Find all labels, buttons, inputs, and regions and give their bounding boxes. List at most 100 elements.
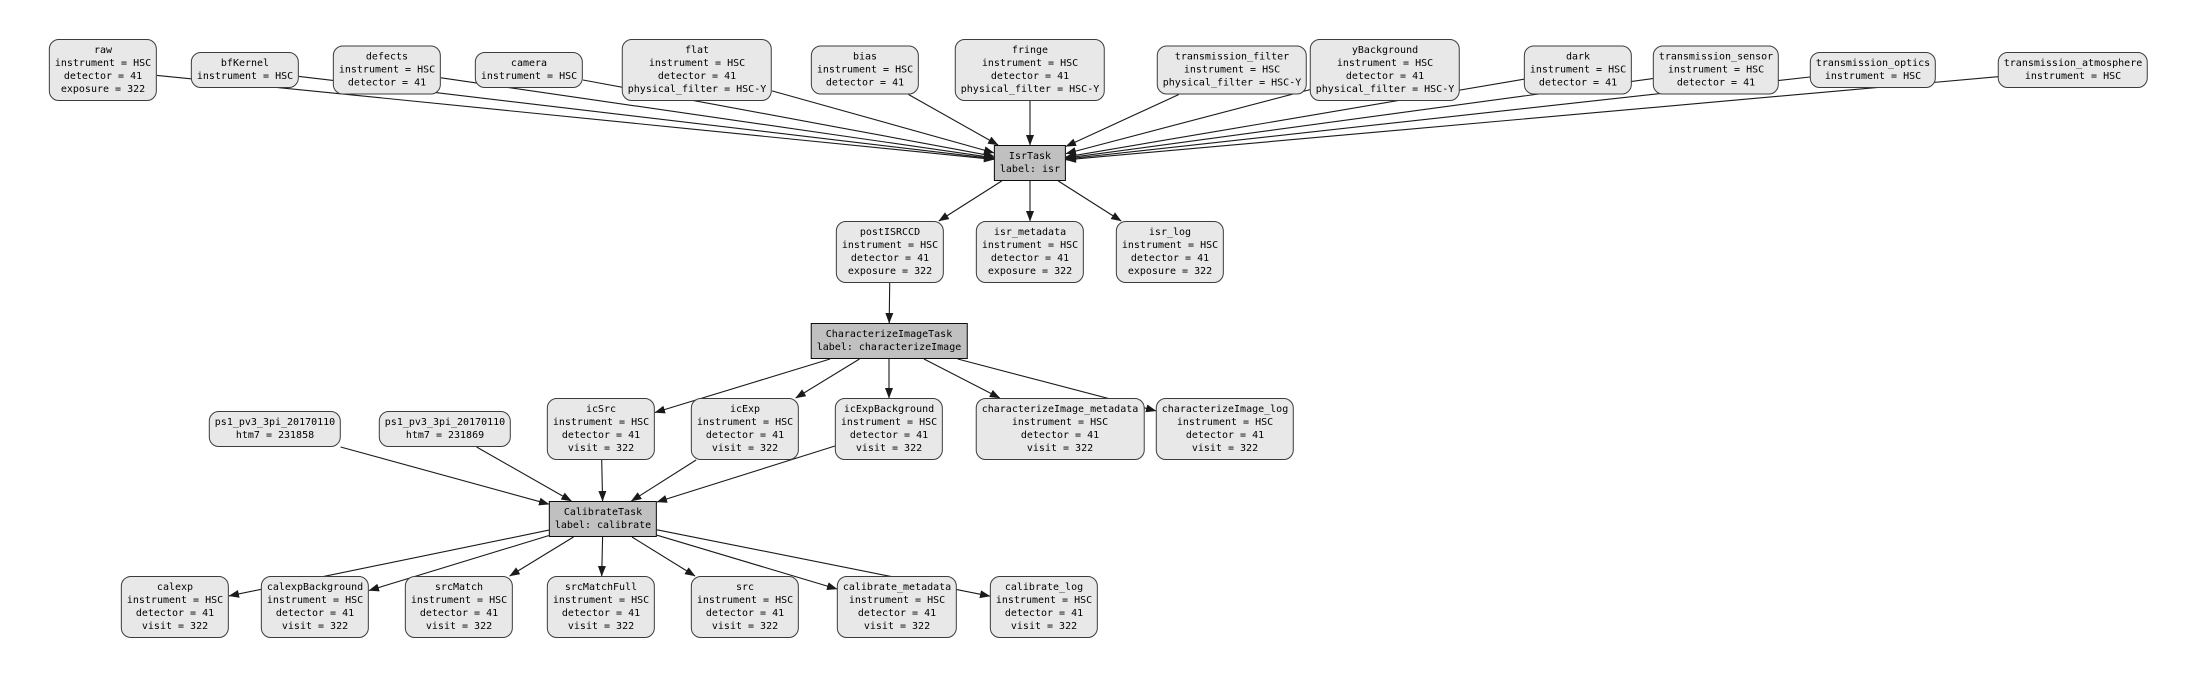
- node-attr: instrument = HSC: [648, 58, 746, 69]
- edge-defects-to-isrTask: [440, 77, 995, 161]
- node-title: ps1_pv3_3pi_20170110: [214, 417, 336, 428]
- edge-icExp-to-calibrateTask: [630, 459, 697, 502]
- node-attr: instrument = HSC: [54, 58, 152, 69]
- node-attr: detector = 41: [1676, 77, 1756, 89]
- node-title: fringe: [1011, 45, 1049, 56]
- node-attr: visit = 322: [567, 621, 635, 632]
- node-attr: detector = 41: [347, 77, 427, 89]
- node-title: calexp: [156, 582, 194, 593]
- node-attr: visit = 322: [567, 443, 635, 454]
- node-attr: exposure = 322: [1127, 266, 1213, 277]
- node-attr: detector = 41: [275, 608, 355, 619]
- node-attr: instrument = HSC: [480, 71, 578, 82]
- node-attr: instrument = HSC: [1336, 58, 1434, 69]
- node-title: bias: [852, 51, 878, 63]
- node-attr: detector = 41: [135, 608, 215, 619]
- node-attr: instrument = HSC: [848, 595, 946, 606]
- node-attr: detector = 41: [63, 71, 143, 82]
- node-attr: visit = 322: [863, 621, 931, 632]
- edge-calibrateTask-to-calexpBackground: [368, 534, 550, 592]
- node-title: characterizeImage_metadata: [981, 404, 1139, 415]
- node-attr: detector = 41: [1345, 71, 1425, 82]
- node-attr: detector = 41: [561, 608, 641, 619]
- node-attr: instrument = HSC: [1529, 64, 1627, 76]
- node-attr: physical_filter = HSC-Y: [1162, 77, 1302, 89]
- node-attr: label: characterizeImage: [816, 342, 962, 353]
- node-attr: detector = 41: [657, 71, 737, 82]
- node-title: dark: [1565, 51, 1591, 63]
- edge-calibrateTask-to-srcMatch: [509, 536, 574, 577]
- node-title: transmission_sensor: [1658, 51, 1774, 63]
- node-title: isr_log: [1148, 227, 1192, 238]
- node-title: src: [735, 582, 755, 593]
- node-title: calibrate_log: [1004, 582, 1084, 593]
- node-attr: instrument = HSC: [410, 595, 508, 606]
- node-attr: instrument = HSC: [552, 595, 650, 606]
- node-title: icSrc: [585, 404, 617, 415]
- node-title: bfKernel: [220, 58, 270, 69]
- node-title: calexpBackground: [266, 582, 364, 593]
- node-attr: visit = 322: [711, 443, 779, 454]
- node-attr: instrument = HSC: [2024, 71, 2122, 82]
- node-attr: detector = 41: [850, 253, 930, 264]
- node-title: raw: [93, 45, 113, 56]
- edge-icSrc-to-calibrateTask: [598, 459, 607, 502]
- node-camera: camera instrument = HSC: [474, 52, 584, 88]
- node-attr: detector = 41: [1185, 430, 1265, 441]
- node-title: camera: [510, 58, 548, 69]
- node-title: transmission_optics: [1815, 58, 1931, 69]
- node-attr: instrument = HSC: [696, 417, 794, 428]
- node-attr: label: calibrate: [554, 520, 652, 531]
- node-title: IsrTask: [1008, 151, 1052, 162]
- node-title: yBackground: [1351, 45, 1419, 56]
- edge-characterizeImageTask-to-characterizeImage_metadata: [923, 358, 1001, 399]
- node-attr: detector = 41: [990, 253, 1070, 264]
- node-attr: physical_filter = HSC-Y: [960, 84, 1100, 95]
- node-attr: detector = 41: [1020, 430, 1100, 441]
- node-attr: instrument = HSC: [1176, 417, 1274, 428]
- node-attr: instrument = HSC: [841, 240, 939, 251]
- node-title: transmission_filter: [1174, 51, 1290, 63]
- node-title: srcMatch: [434, 582, 484, 593]
- node-attr: detector = 41: [825, 77, 905, 89]
- node-attr: detector = 41: [419, 608, 499, 619]
- edge-transmission_filter-to-isrTask: [1065, 94, 1180, 147]
- node-attr: instrument = HSC: [1824, 71, 1922, 82]
- edge-calibrateTask-to-calibrate_metadata: [656, 534, 838, 590]
- node-attr: visit = 322: [1010, 621, 1078, 632]
- node-attr: physical_filter = HSC-Y: [627, 84, 767, 95]
- node-attr: instrument = HSC: [266, 595, 364, 606]
- node-attr: visit = 322: [281, 621, 349, 632]
- edge-transmission_atmosphere-to-isrTask: [1065, 76, 1999, 163]
- node-attr: exposure = 322: [987, 266, 1073, 277]
- node-attr: detector = 41: [857, 608, 937, 619]
- node-attr: htm7 = 231869: [405, 430, 485, 441]
- node-title: CalibrateTask: [563, 507, 643, 518]
- node-attr: instrument = HSC: [995, 595, 1093, 606]
- node-attr: instrument = HSC: [552, 417, 650, 428]
- edge-yBackground-to-isrTask: [1065, 89, 1311, 155]
- node-attr: detector = 41: [1004, 608, 1084, 619]
- node-attr: visit = 322: [1026, 443, 1094, 454]
- node-attr: instrument = HSC: [816, 64, 914, 76]
- node-title: icExp: [729, 404, 761, 415]
- node-title: calibrate_metadata: [842, 582, 952, 593]
- node-attr: instrument = HSC: [1667, 64, 1765, 76]
